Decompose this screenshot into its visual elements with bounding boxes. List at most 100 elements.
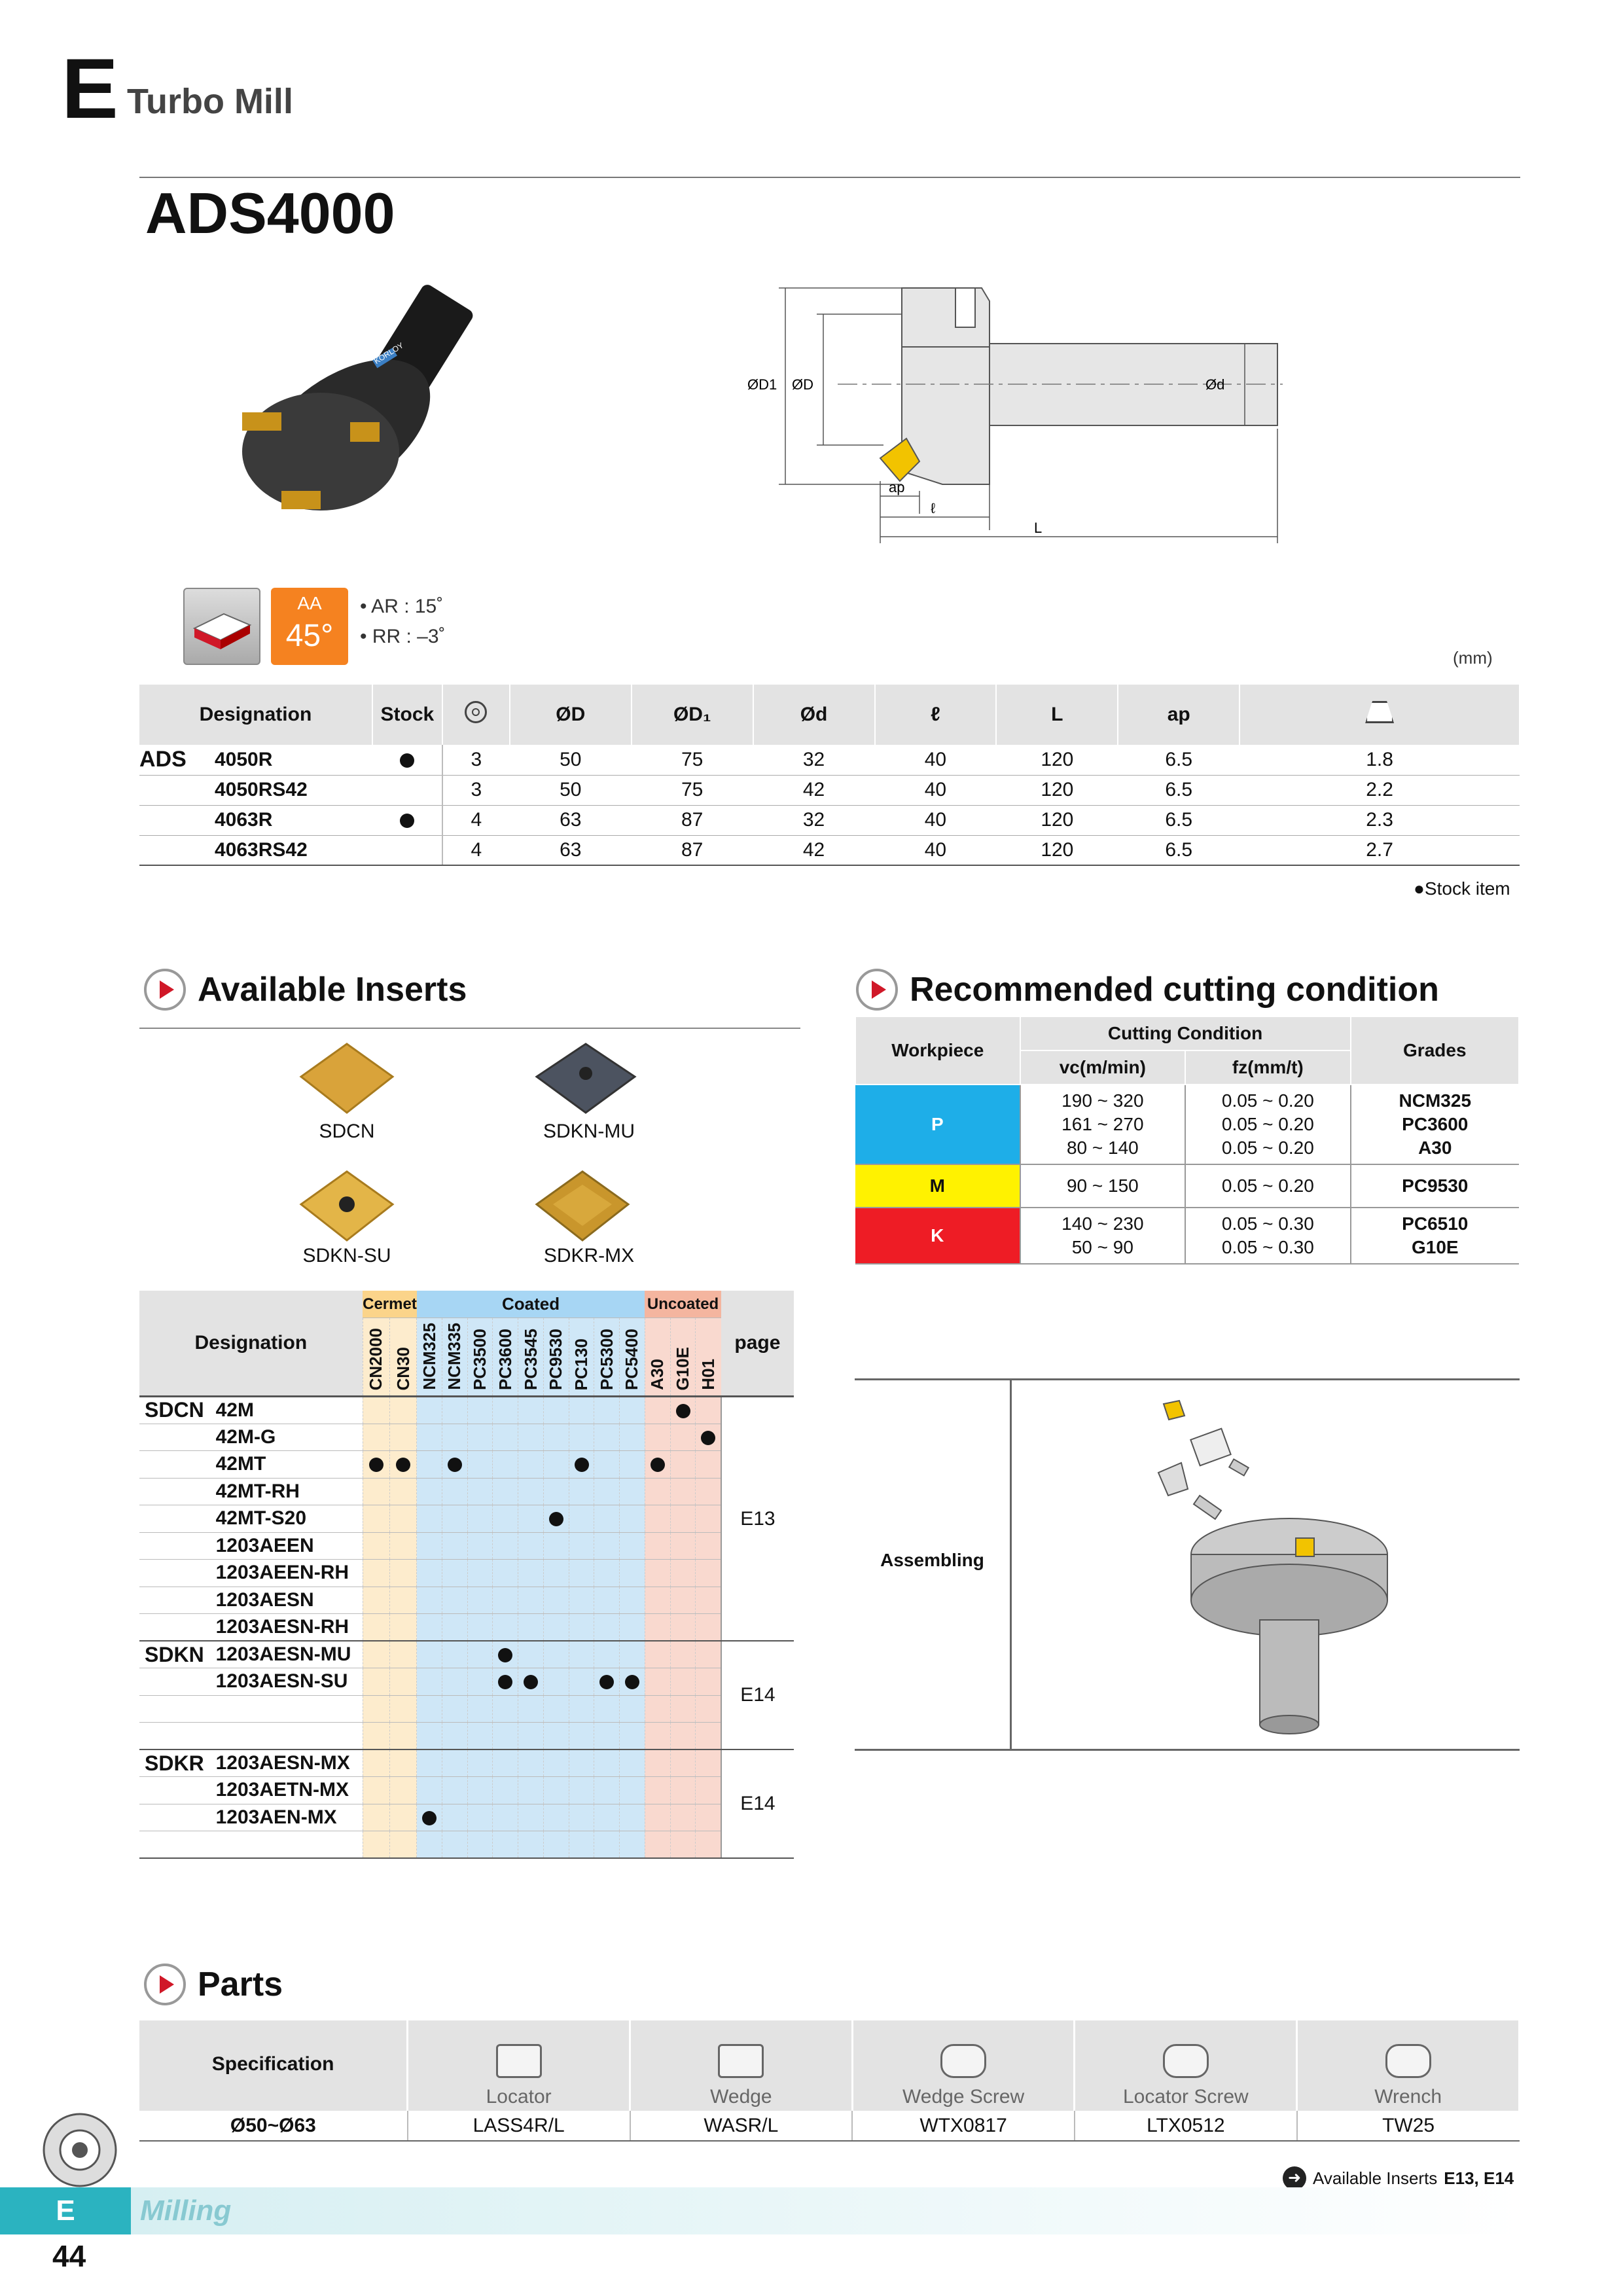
grades-code: 42M-G [214,1424,363,1451]
grade-cell [518,1478,544,1505]
dim-label-l: ℓ [931,500,936,516]
grade-cell [416,1668,442,1696]
insert-sdkn-mu-image [535,1043,637,1114]
grade-cell [594,1776,620,1804]
stock-dot [399,753,414,768]
grade-cell [644,1478,671,1505]
grade-cell [669,1559,696,1587]
grade-cell [362,1641,390,1668]
spec-header-row: Designation Stock ØD ØD₁ Ød ℓ L ap [139,685,1520,745]
grade-cell [492,1478,518,1505]
insert-label-sdkn-mu: SDKN-MU [543,1121,635,1142]
spec-value-z: 4 [442,835,510,866]
spec-value-weight: 2.7 [1240,835,1520,866]
grades-row: 1203AEEN-RH [139,1559,794,1587]
grade-col-pc130: PC130 [568,1318,594,1397]
grade-col-ncm325: NCM325 [416,1318,442,1397]
grades-series [139,1722,215,1750]
grade-cell [362,1424,390,1451]
grade-cell [568,1695,594,1723]
assembling-label: Assembling [880,1550,984,1570]
spec-value-weight: 2.3 [1240,805,1520,836]
grade-cell [389,1804,417,1831]
grade-cell [467,1831,493,1859]
grade-cell [362,1396,390,1424]
col-stock: Stock [372,685,443,745]
grades-row [139,1695,794,1723]
spec-value-l: 40 [874,775,997,806]
grade-cell [594,1532,620,1560]
cut-fz-value: 0.05 ~ 0.20 [1221,1090,1314,1111]
grades-code: 1203AEN-MX [214,1804,363,1831]
cut-col-grades: Grades [1349,1016,1520,1085]
grade-cell [362,1831,390,1859]
cut-vc-value: 50 ~ 90 [1071,1237,1133,1257]
grade-cell [695,1396,721,1424]
grade-cell [594,1695,620,1723]
product-title: ADS4000 [145,181,395,245]
grade-cell [518,1804,544,1831]
grades-code [214,1695,363,1723]
grade-cell [669,1722,696,1750]
grade-col-pc5300: PC5300 [594,1318,620,1397]
grade-cell [619,1776,645,1804]
spec-value-D1: 75 [631,745,753,776]
grade-cell [442,1695,468,1723]
grades-code: 1203AESN [214,1587,363,1614]
stock-footnote: ●Stock item [1414,878,1510,899]
grade-cell [518,1559,544,1587]
available-dot [548,1512,563,1527]
grade-cell [695,1722,721,1750]
grade-cell [619,1505,645,1533]
grade-cell [442,1450,468,1479]
grade-cell [362,1804,390,1831]
insert-label-sdkr-mx: SDKR-MX [543,1245,635,1266]
grade-cell [442,1804,468,1831]
grade-cell [644,1559,671,1587]
cut-col-vc: vc(m/min) [1019,1050,1186,1085]
grades-series: SDKR [139,1749,215,1777]
grade-cell [669,1668,696,1696]
grade-cell [543,1505,569,1533]
grades-code: 42MT-S20 [214,1505,363,1533]
spec-value-z: 3 [442,775,510,806]
technical-drawing: ØD1 ØD Ød ap ℓ L [747,287,1283,543]
spec-value-z: 4 [442,805,510,836]
grade-cell [416,1749,442,1777]
insert-grades-table: Designation Cermet Coated Uncoated page … [139,1291,794,1859]
grade-cell [543,1424,569,1451]
grade-cell [695,1804,721,1831]
grade-cell [389,1587,417,1614]
col-d: ØD [509,685,632,745]
part-col-locator-screw: Locator Screw [1074,2020,1298,2111]
grade-cell [362,1478,390,1505]
grade-cell [568,1532,594,1560]
grades-series [139,1695,215,1723]
grade-cell [594,1749,620,1777]
grades-series [139,1831,215,1859]
workpiece-cell: P [855,1085,1020,1165]
grade-cell [442,1396,468,1424]
grade-cell [695,1532,721,1560]
grade-cell [543,1396,569,1424]
play-icon [856,969,898,1011]
grade-cell [594,1613,620,1641]
grade-cell [492,1749,518,1777]
grade-cell [568,1613,594,1641]
grade-cell [695,1478,721,1505]
grade-cell [669,1641,696,1668]
grade-cell [594,1722,620,1750]
grade-cell [518,1532,544,1560]
grades-series [139,1668,215,1696]
grade-cell [416,1804,442,1831]
grade-cell [644,1776,671,1804]
grade-cell [442,1668,468,1696]
